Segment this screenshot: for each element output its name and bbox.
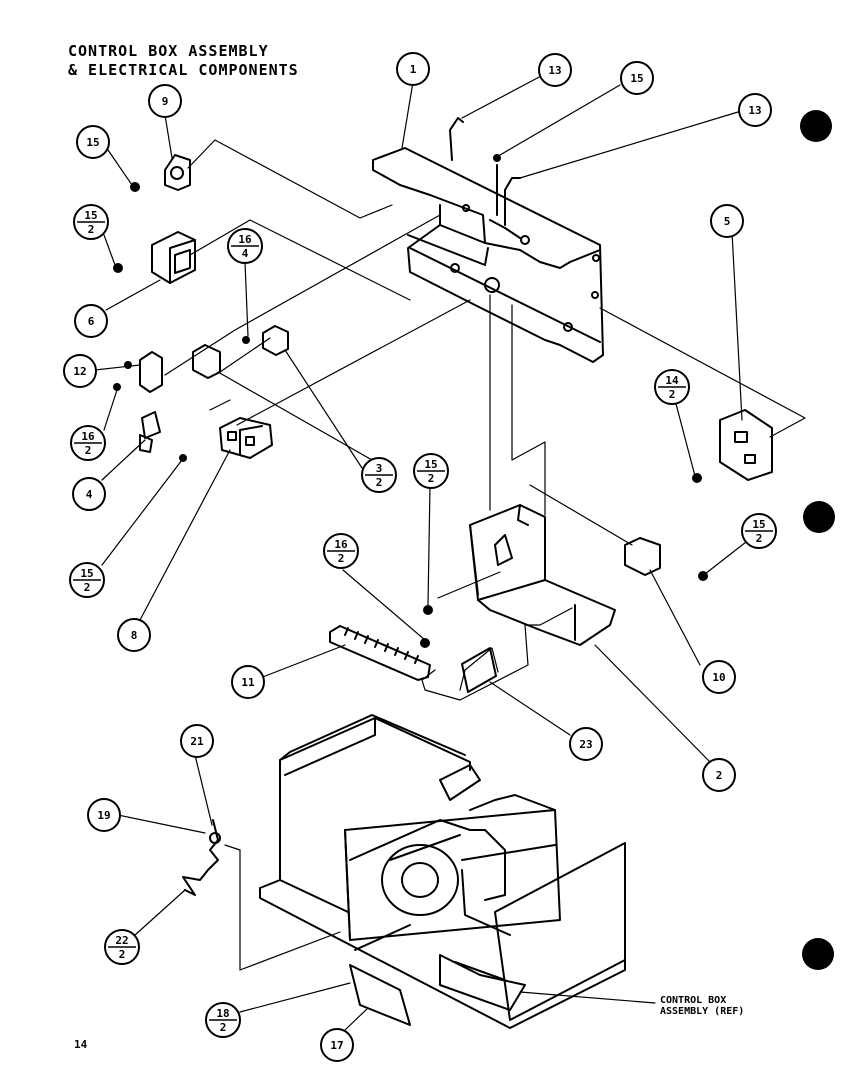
binder-hole-middle	[803, 501, 835, 533]
lower-bracket	[469, 504, 616, 646]
diagram-title-line-1: CONTROL BOX ASSEMBLY	[68, 42, 269, 60]
blower-cabinet	[259, 714, 626, 1029]
fraction-bars	[73, 221, 773, 1021]
part-23-plate	[461, 647, 497, 693]
binder-hole-top	[800, 110, 832, 142]
callout-8: 8	[131, 629, 138, 642]
callout-16b-top: 16	[81, 430, 95, 443]
callout-15e-top: 15	[424, 458, 437, 471]
callout-9: 9	[162, 95, 169, 108]
part-4-component	[139, 411, 161, 453]
callout-18-bottom: 2	[220, 1021, 227, 1034]
callout-15e-bottom: 2	[428, 472, 435, 485]
callout-labels: 1 13 15 13 15 9 6 12 4 8 5 10 11 23 2 21…	[73, 63, 765, 1052]
part-10-switch	[624, 537, 708, 581]
leader-lines	[94, 74, 756, 1031]
callout-15d-bottom: 2	[84, 581, 91, 594]
callout-22-bottom: 2	[119, 948, 126, 961]
callout-15b: 15	[86, 136, 99, 149]
part-5-board	[692, 409, 773, 483]
callout-2: 2	[716, 769, 723, 782]
callout-16b-bottom: 2	[85, 444, 92, 457]
page-number: 14	[74, 1038, 88, 1051]
part-6-transformer	[113, 231, 196, 284]
callout-16c-bottom: 2	[338, 552, 345, 565]
callout-22-top: 22	[115, 934, 128, 947]
callout-10: 10	[712, 671, 725, 684]
reference-label-line-2: ASSEMBLY (REF)	[660, 1006, 745, 1017]
callout-4: 4	[86, 488, 93, 501]
control-box-bracket	[372, 147, 604, 363]
callout-15a: 15	[630, 72, 643, 85]
callout-14-bottom: 2	[669, 388, 676, 401]
callout-16a-top: 16	[238, 233, 252, 246]
part-11-terminal-strip	[329, 605, 433, 681]
callout-5: 5	[724, 215, 731, 228]
callout-11: 11	[241, 676, 255, 689]
callout-19: 19	[97, 809, 110, 822]
callout-15f-top: 15	[752, 518, 765, 531]
callout-14-top: 14	[665, 374, 679, 387]
callout-6: 6	[88, 315, 95, 328]
callout-15f-bottom: 2	[756, 532, 763, 545]
callout-1: 1	[410, 63, 417, 76]
binder-hole-bottom	[802, 938, 834, 970]
callout-23: 23	[579, 738, 592, 751]
callout-15d-top: 15	[80, 567, 93, 580]
part-3-capacitors	[192, 325, 289, 379]
reference-label-line-1: CONTROL BOX	[660, 995, 727, 1006]
callout-17: 17	[330, 1039, 343, 1052]
screws	[449, 117, 521, 226]
diagram-title-line-2: & ELECTRICAL COMPONENTS	[68, 61, 299, 79]
callout-16c-top: 16	[334, 538, 348, 551]
part-9-relay	[130, 154, 191, 192]
callout-13b: 13	[748, 104, 761, 117]
callout-3-top: 3	[376, 462, 383, 475]
wiring-lines	[164, 139, 806, 1004]
part-12-bracket	[113, 351, 163, 393]
callout-16a-bottom: 4	[242, 247, 249, 260]
callout-18-top: 18	[216, 1007, 229, 1020]
callout-15c-bottom: 2	[88, 223, 95, 236]
callout-13a: 13	[548, 64, 561, 77]
callout-12: 12	[73, 365, 86, 378]
callout-15c-top: 15	[84, 209, 97, 222]
control-box-reference-label: CONTROL BOX ASSEMBLY (REF)	[660, 995, 744, 1017]
part-19-21-22-wiring	[182, 819, 221, 896]
callout-21: 21	[190, 735, 204, 748]
part-8-contactor	[179, 417, 273, 462]
callout-3-bottom: 2	[376, 476, 383, 489]
callout-circles	[63, 52, 777, 1062]
